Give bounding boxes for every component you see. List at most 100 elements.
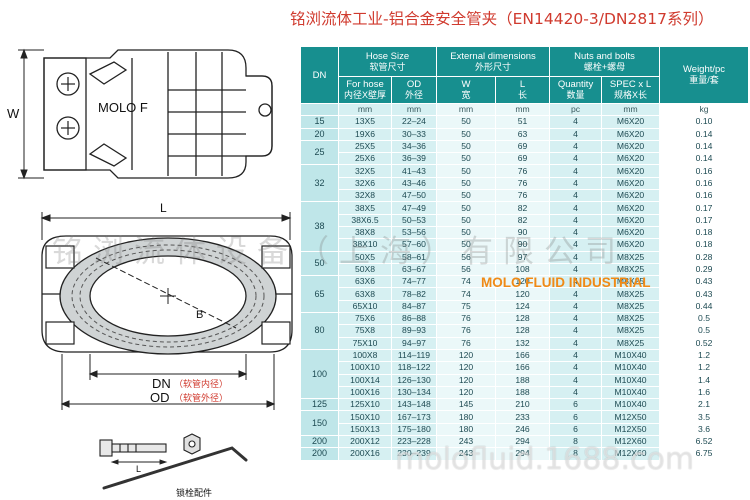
table-cell: 4: [549, 139, 603, 154]
table-cell: 38X6.5: [338, 213, 392, 227]
table-cell: M8X25: [601, 250, 661, 264]
table-cell: 4: [549, 348, 603, 363]
header-weight: Weight/pc 重量/套: [659, 46, 750, 104]
header-hose-size-en: Hose Size: [365, 50, 410, 62]
table-cell: M6X20: [601, 213, 661, 227]
table-cell: 233: [494, 410, 551, 424]
table-cell: 76: [436, 312, 496, 326]
page-title: 铭浏流体工业-铝合金安全管夹（EN14420-3/DN2817系列）: [290, 10, 714, 28]
table-cell: 4: [549, 238, 603, 252]
table-cell: 0.18: [659, 238, 750, 252]
table-cell: 100X14: [338, 373, 392, 387]
header-for-hose-en: For hose: [346, 79, 384, 90]
table-cell: 0.18: [659, 225, 750, 240]
unit-cell: [300, 102, 339, 117]
bolt-length-label: L: [136, 464, 141, 474]
table-cell: 69: [494, 139, 551, 154]
table-cell: 25X5: [338, 139, 392, 154]
table-cell: 50–53: [391, 213, 437, 227]
table-cell: 124: [494, 299, 551, 314]
table-cell: M8X25: [601, 336, 661, 350]
table-cell: 4: [549, 213, 603, 227]
table-cell: 0.17: [659, 213, 750, 227]
table-cell: M6X20: [601, 238, 661, 252]
table-cell: 200X16: [338, 447, 392, 461]
bolt-caption: 锁栓配件: [176, 487, 212, 498]
table-cell: M6X20: [601, 115, 661, 129]
table-cell: 150X10: [338, 410, 392, 424]
table-cell: 38X8: [338, 225, 392, 240]
table-cell: 6: [549, 410, 603, 424]
table-cell: M6X20: [601, 176, 661, 191]
table-cell: 30–33: [391, 127, 437, 141]
table-cell: 126–130: [391, 373, 437, 387]
length-dimension: [40, 212, 292, 240]
table-cell: 120: [494, 275, 551, 289]
table-cell: M6X20: [601, 152, 661, 166]
table-cell: 210: [494, 398, 551, 412]
unit-cell: mm: [391, 102, 437, 117]
dn-cell: 38: [300, 201, 339, 252]
table-cell: 75: [436, 299, 496, 314]
table-cell: 4: [549, 127, 603, 141]
table-cell: 3.5: [659, 410, 750, 424]
od-note: （软管外径）: [174, 392, 228, 403]
table-cell: 6: [549, 422, 603, 437]
table-cell: 294: [494, 447, 551, 461]
dn-cell: 65: [300, 275, 339, 314]
table-cell: 74–77: [391, 275, 437, 289]
dn-cell: 100: [300, 348, 339, 400]
header-weight-en: Weight/pc: [682, 64, 726, 75]
table-cell: 6.75: [659, 447, 750, 461]
table-cell: 4: [549, 312, 603, 326]
dn-cell: 150: [300, 410, 339, 437]
table-cell: 4: [549, 336, 603, 350]
clamp-side-view: [43, 49, 273, 179]
clamp-front-view: [41, 235, 293, 355]
table-cell: 50X5: [338, 250, 392, 264]
table-cell: 97: [494, 250, 551, 264]
unit-cell: mm: [494, 102, 551, 117]
table-cell: 132: [494, 336, 551, 350]
header-l-cn: 长: [518, 90, 528, 100]
table-cell: 0.16: [659, 176, 750, 191]
od-label: OD: [150, 390, 170, 405]
table-cell: 4: [549, 115, 603, 129]
header-quantity-cn: 数量: [566, 90, 585, 100]
table-cell: 34–36: [391, 139, 437, 154]
table-cell: 69: [494, 152, 551, 166]
table-cell: 0.10: [659, 115, 750, 129]
table-cell: 4: [549, 373, 603, 387]
header-external-dims-en: External dimensions: [450, 50, 536, 62]
unit-cell: mm: [436, 102, 496, 117]
table-cell: 100X16: [338, 385, 392, 400]
table-cell: 1.6: [659, 385, 750, 400]
table-cell: 75X8: [338, 324, 392, 338]
table-cell: 82: [494, 201, 551, 215]
header-nuts-bolts-en: Nuts and bolts: [574, 50, 635, 62]
table-cell: 243: [436, 435, 496, 449]
table-cell: 175–180: [391, 422, 437, 437]
clamp-brand-label: MOLO F: [98, 100, 148, 115]
table-cell: 50X8: [338, 262, 392, 277]
table-cell: 120: [436, 348, 496, 363]
table-cell: 0.43: [659, 287, 750, 301]
bolt-head-icon: [56, 72, 272, 140]
technical-drawings: MOLO F W L B: [7, 48, 293, 498]
table-cell: M6X20: [601, 189, 661, 203]
table-cell: 63X6: [338, 275, 392, 289]
table-cell: 50: [436, 164, 496, 178]
table-cell: 4: [549, 299, 603, 314]
header-w: W 宽: [436, 76, 496, 104]
table-cell: 120: [494, 287, 551, 301]
